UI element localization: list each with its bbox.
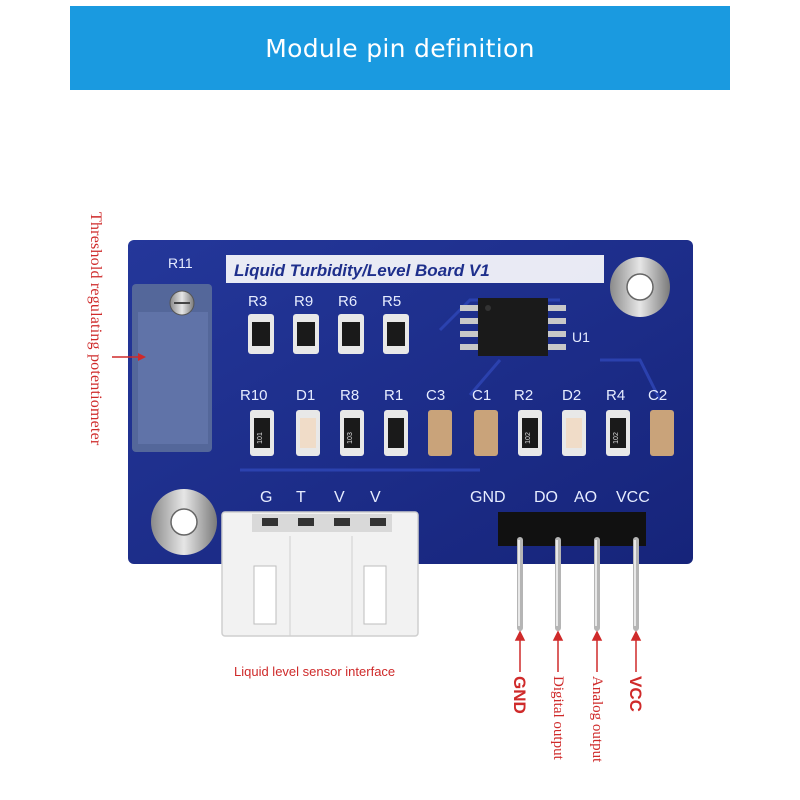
label-r3: R3 <box>248 293 267 310</box>
title-banner: Module pin definition <box>70 6 730 90</box>
label-r6: R6 <box>338 293 357 310</box>
header-label-do: DO <box>534 489 558 506</box>
header-label-vcc: VCC <box>616 489 650 506</box>
pot-label: R11 <box>168 255 193 271</box>
label-r5: R5 <box>382 293 401 310</box>
pin-label-gnd: GND <box>510 676 529 714</box>
resistor-code: 102 <box>525 432 532 444</box>
label-d1: D1 <box>296 387 315 404</box>
potentiometer-annotation: Threshold regulating potentiometer <box>87 212 104 446</box>
header-label-gnd: GND <box>470 489 506 506</box>
label-r10: R10 <box>240 387 268 404</box>
label-r9: R9 <box>294 293 313 310</box>
sensor-pin-t: T <box>296 489 306 506</box>
label-c2: C2 <box>648 387 667 404</box>
label-r2: R2 <box>514 387 533 404</box>
pin-label-digital-output: Digital output <box>550 676 566 760</box>
pin-label-analog-output: Analog output <box>589 676 605 763</box>
label-r1: R1 <box>384 387 403 404</box>
sensor-pin-g: G <box>260 489 272 506</box>
pin-label-vcc: VCC <box>626 676 645 712</box>
banner-title: Module pin definition <box>265 33 535 63</box>
chip-label: U1 <box>572 329 590 345</box>
label-d2: D2 <box>562 387 581 404</box>
label-r8: R8 <box>340 387 359 404</box>
label-r4: R4 <box>606 387 625 404</box>
label-c3: C3 <box>426 387 445 404</box>
board-title: Liquid Turbidity/Level Board V1 <box>234 261 490 280</box>
resistor-code: 103 <box>347 432 354 444</box>
label-c1: C1 <box>472 387 491 404</box>
header-label-ao: AO <box>574 489 597 506</box>
resistor-code: 102 <box>613 432 620 444</box>
sensor-pin-v1: V <box>334 489 345 506</box>
sensor-interface-annotation: Liquid level sensor interface <box>234 664 396 679</box>
resistor-code: 101 <box>257 432 264 444</box>
sensor-pin-v2: V <box>370 489 381 506</box>
